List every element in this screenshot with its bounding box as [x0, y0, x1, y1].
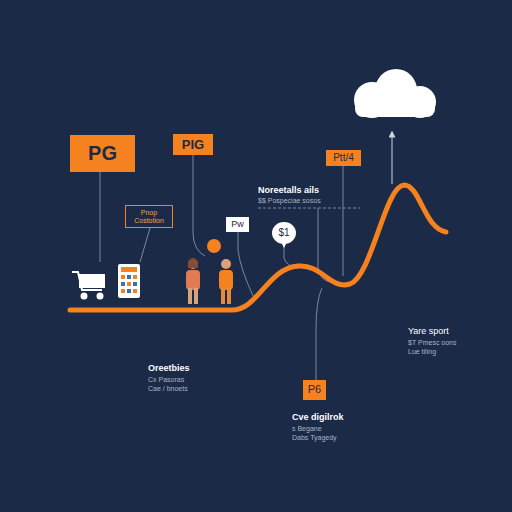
note-text: $T Pmesc oons: [408, 339, 457, 346]
box-text: P6: [308, 384, 321, 396]
note-text: Cx Pasoras: [148, 376, 184, 383]
box-text: Pnop Costotion: [126, 209, 172, 224]
tag-box: Ptt/4: [326, 150, 361, 166]
growth-curve: [70, 185, 446, 310]
box-text: Ptt/4: [333, 153, 354, 164]
speech-bubble: $1: [272, 222, 296, 244]
note-heading: Cve digilrok: [292, 413, 344, 422]
label-box: Pw: [226, 217, 249, 232]
box-text: $1: [278, 228, 289, 239]
note-heading: Noreetalls ails: [258, 186, 319, 195]
people-illustration: [186, 239, 233, 304]
bubble-body: [272, 222, 296, 244]
note-heading: Oreetbies: [148, 364, 190, 373]
cloud-icon: [354, 69, 436, 118]
note-text: Lue tiling: [408, 348, 436, 355]
calculator-icon: [118, 264, 140, 298]
note-text: $$ Pospeciae sosos: [258, 197, 321, 204]
title-box: PG: [70, 135, 135, 172]
note-text: Dabs Tyagedy: [292, 434, 337, 441]
note-text: s Begane: [292, 425, 322, 432]
cart-icon: [72, 272, 104, 299]
note-heading: Yare sport: [408, 327, 449, 336]
upload-arrow: [392, 134, 393, 184]
dashed-rule: [258, 208, 360, 209]
outlined-box: Pnop Costotion: [125, 205, 173, 228]
tag-box: P6: [303, 380, 326, 400]
box-text: PG: [88, 143, 117, 164]
box-text: Pw: [231, 220, 244, 229]
note-text: Cae / bnoets: [148, 385, 188, 392]
tag-box: PIG: [173, 134, 213, 155]
box-text: PIG: [182, 138, 204, 152]
